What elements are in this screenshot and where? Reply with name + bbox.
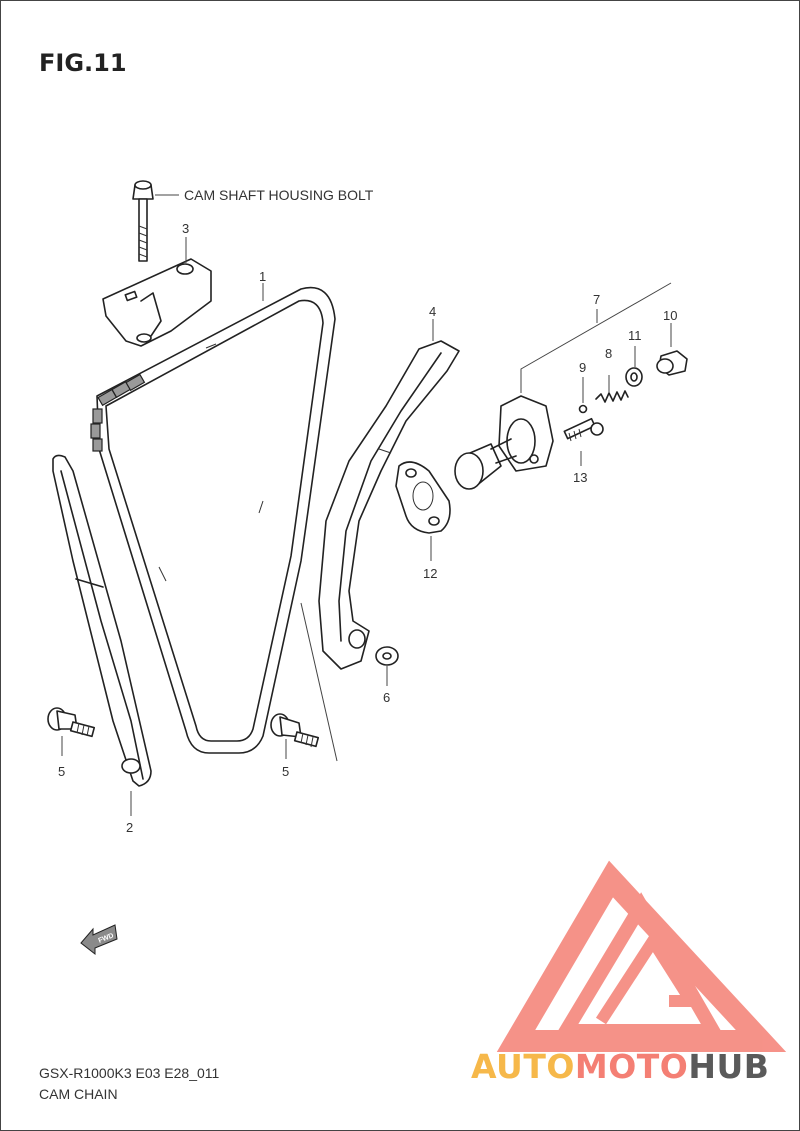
fwd-arrow-icon: FWD: [80, 924, 118, 956]
tensioner-gasket: [395, 461, 451, 534]
tensioner-spring: [595, 390, 629, 403]
tensioner-ball: [578, 404, 588, 414]
chain-guide-left: [52, 454, 152, 787]
washer: [375, 646, 399, 666]
callout-1: 1: [259, 269, 266, 284]
callout-4: 4: [429, 304, 436, 319]
callout-10: 10: [663, 308, 677, 323]
callout-12: 12: [423, 566, 437, 581]
chain-tension-guide: [318, 340, 460, 670]
callout-5-right: 5: [282, 764, 289, 779]
callout-6: 6: [383, 690, 390, 705]
watermark-logo-icon: [496, 860, 787, 1052]
watermark-hub: HUB: [688, 1047, 770, 1086]
diagram-footer: GSX-R1000K3 E03 E28_011 CAM CHAIN: [39, 1063, 219, 1105]
callout-cam-shaft-housing-bolt: CAM SHAFT HOUSING BOLT: [184, 187, 374, 203]
chain-tensioner: [454, 395, 554, 490]
cap-gasket: [625, 367, 643, 387]
callout-7: 7: [593, 292, 600, 307]
section-name: CAM CHAIN: [39, 1086, 118, 1102]
callout-2: 2: [126, 820, 133, 835]
callout-11: 11: [628, 328, 642, 343]
chain-links-shaded: [90, 373, 146, 452]
watermark-text: AUTOMOTOHUB: [471, 1047, 769, 1086]
callout-5-left: 5: [58, 764, 65, 779]
cam-shaft-housing: [102, 258, 212, 347]
callout-8: 8: [605, 346, 612, 361]
guide-bolt-left: [47, 707, 96, 738]
callout-9: 9: [579, 360, 586, 375]
callout-3: 3: [182, 221, 189, 236]
cam-shaft-housing-bolt: [132, 180, 154, 262]
callout-13: 13: [573, 470, 587, 485]
cam-chain: [90, 286, 336, 754]
guide-bolt-right: [270, 713, 320, 748]
model-code: GSX-R1000K3 E03 E28_011: [39, 1065, 220, 1081]
watermark-moto: MOTO: [574, 1047, 689, 1086]
figure-title: FIG.11: [39, 49, 127, 77]
tensioner-bolt: [563, 417, 604, 442]
tensioner-cap-bolt: [656, 350, 688, 376]
watermark-auto: AUTO: [471, 1047, 575, 1086]
